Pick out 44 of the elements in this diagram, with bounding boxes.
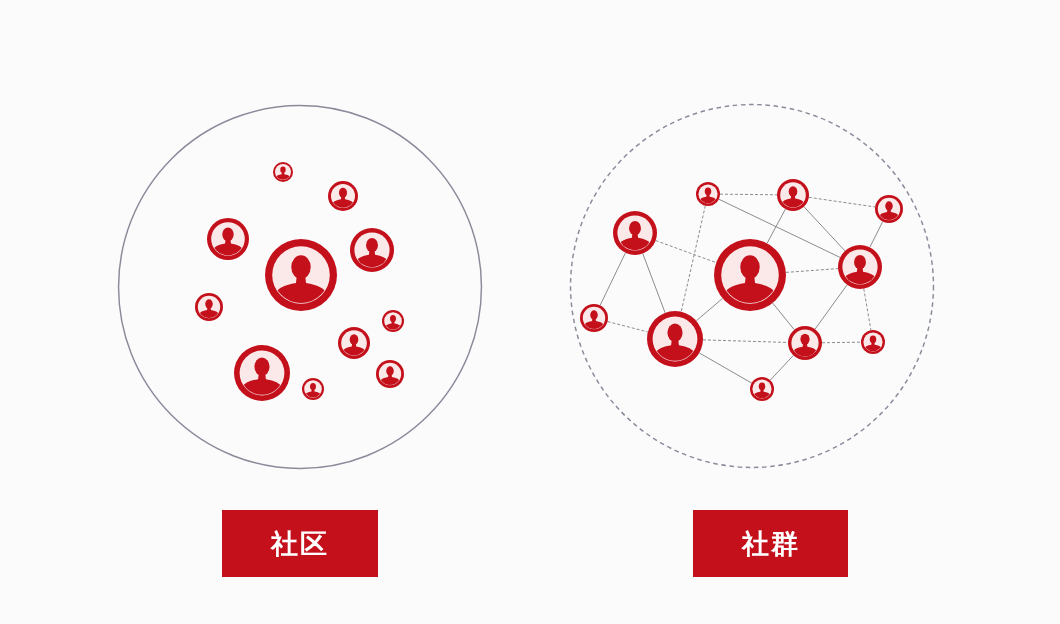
label-banner: 社群 bbox=[693, 510, 848, 577]
person-icon bbox=[350, 228, 394, 272]
connector-line bbox=[766, 208, 786, 244]
connector-line bbox=[718, 198, 841, 258]
label-banner: 社区 bbox=[222, 510, 378, 577]
connector-line bbox=[642, 253, 666, 314]
connector-line bbox=[655, 240, 717, 264]
person-icon bbox=[273, 162, 293, 182]
person-icon bbox=[838, 245, 882, 289]
connector-line bbox=[814, 284, 848, 330]
person-icon bbox=[328, 181, 358, 211]
person-icon bbox=[376, 360, 404, 388]
person-icon bbox=[861, 330, 885, 354]
connector-line bbox=[869, 221, 884, 248]
connector-line bbox=[772, 302, 795, 331]
person-icon bbox=[714, 239, 786, 311]
person-icon bbox=[338, 327, 370, 359]
connector-line bbox=[808, 196, 876, 208]
dashed-circle-boundary bbox=[570, 104, 934, 468]
connector-line bbox=[695, 297, 724, 322]
person-icon bbox=[696, 182, 720, 206]
person-icon bbox=[265, 239, 337, 311]
person-icon bbox=[207, 218, 249, 260]
person-icon bbox=[234, 345, 290, 401]
connector-line bbox=[698, 352, 753, 384]
connector-line bbox=[680, 205, 706, 313]
connector-line bbox=[599, 252, 626, 306]
person-icon bbox=[302, 378, 324, 400]
connector-line bbox=[803, 206, 846, 252]
person-icon bbox=[382, 310, 404, 332]
person-icon bbox=[195, 293, 223, 321]
person-icon bbox=[647, 311, 703, 367]
connector-line bbox=[785, 268, 839, 273]
person-icon bbox=[613, 211, 657, 255]
connector-line bbox=[702, 339, 789, 343]
circle-boundary bbox=[118, 105, 482, 469]
connector-line bbox=[863, 288, 872, 331]
person-icon bbox=[580, 304, 608, 332]
person-icon bbox=[875, 195, 903, 223]
person-icon bbox=[777, 179, 809, 211]
connector-line bbox=[821, 341, 862, 344]
person-icon bbox=[788, 326, 822, 360]
connector-line bbox=[719, 193, 778, 196]
person-icon bbox=[750, 377, 774, 401]
